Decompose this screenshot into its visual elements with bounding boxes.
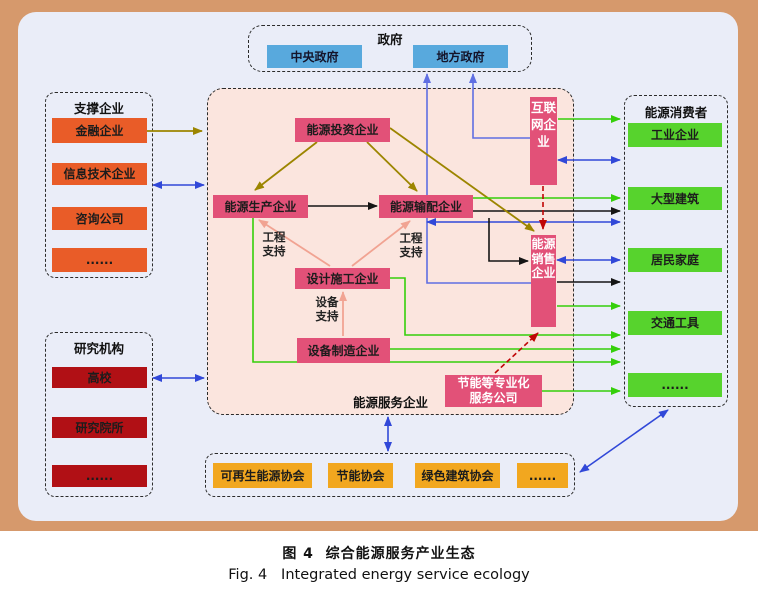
node-equipment-manufacturing: 设备制造企业 [297, 338, 390, 363]
support-group-label: 支撑企业 [73, 101, 124, 116]
node-transportation: 交通工具 [628, 311, 722, 335]
node-central-government: 中央政府 [267, 45, 362, 68]
node-university: 高校 [52, 367, 147, 388]
node-consumer-others: ...... [628, 373, 722, 397]
node-energy-sales: 能源销售企业 [531, 235, 556, 327]
node-it-enterprise: 信息技术企业 [52, 163, 147, 185]
figure-caption-zh: 图 4 综合能源服务产业生态 [282, 546, 476, 562]
annotation-engineering-support-right: 工程 支持 [399, 231, 423, 259]
node-specialized-service-company: 节能等专业化 服务公司 [445, 375, 542, 407]
government-group-label: 政府 [377, 32, 403, 47]
research-group: 研究机构 [45, 332, 153, 497]
annotation-engineering-support-left: 工程 支持 [262, 230, 286, 258]
node-financial-enterprise: 金融企业 [52, 118, 147, 143]
consumer-group-label: 能源消费者 [644, 105, 708, 120]
research-group-label: 研究机构 [73, 341, 124, 356]
node-research-others: ...... [52, 465, 147, 487]
node-energy-saving-association: 节能协会 [328, 463, 393, 488]
node-research-institute: 研究院所 [52, 417, 147, 438]
node-internet-enterprise: 互联网企业 [530, 97, 557, 185]
node-design-construction: 设计施工企业 [295, 268, 390, 289]
node-consulting-company: 咨询公司 [52, 207, 147, 230]
node-association-others: ...... [517, 463, 568, 488]
association-group [205, 453, 575, 497]
service-group-label: 能源服务企业 [352, 395, 428, 410]
node-energy-investment: 能源投资企业 [295, 118, 390, 142]
node-residential-household: 居民家庭 [628, 248, 722, 272]
node-industrial-enterprise: 工业企业 [628, 123, 722, 147]
node-energy-production: 能源生产企业 [213, 195, 308, 218]
node-energy-transmission: 能源输配企业 [379, 195, 473, 218]
consumer-group: 能源消费者 [624, 95, 728, 407]
node-large-building: 大型建筑 [628, 187, 722, 210]
node-support-others: ...... [52, 248, 147, 272]
government-group: 政府 [248, 25, 532, 72]
node-local-government: 地方政府 [413, 45, 508, 68]
node-renewable-energy-association: 可再生能源协会 [213, 463, 312, 488]
annotation-equipment-support: 设备 支持 [315, 295, 339, 323]
figure-caption-en: Fig. 4 Integrated energy service ecology [228, 567, 530, 583]
node-green-building-association: 绿色建筑协会 [415, 463, 500, 488]
